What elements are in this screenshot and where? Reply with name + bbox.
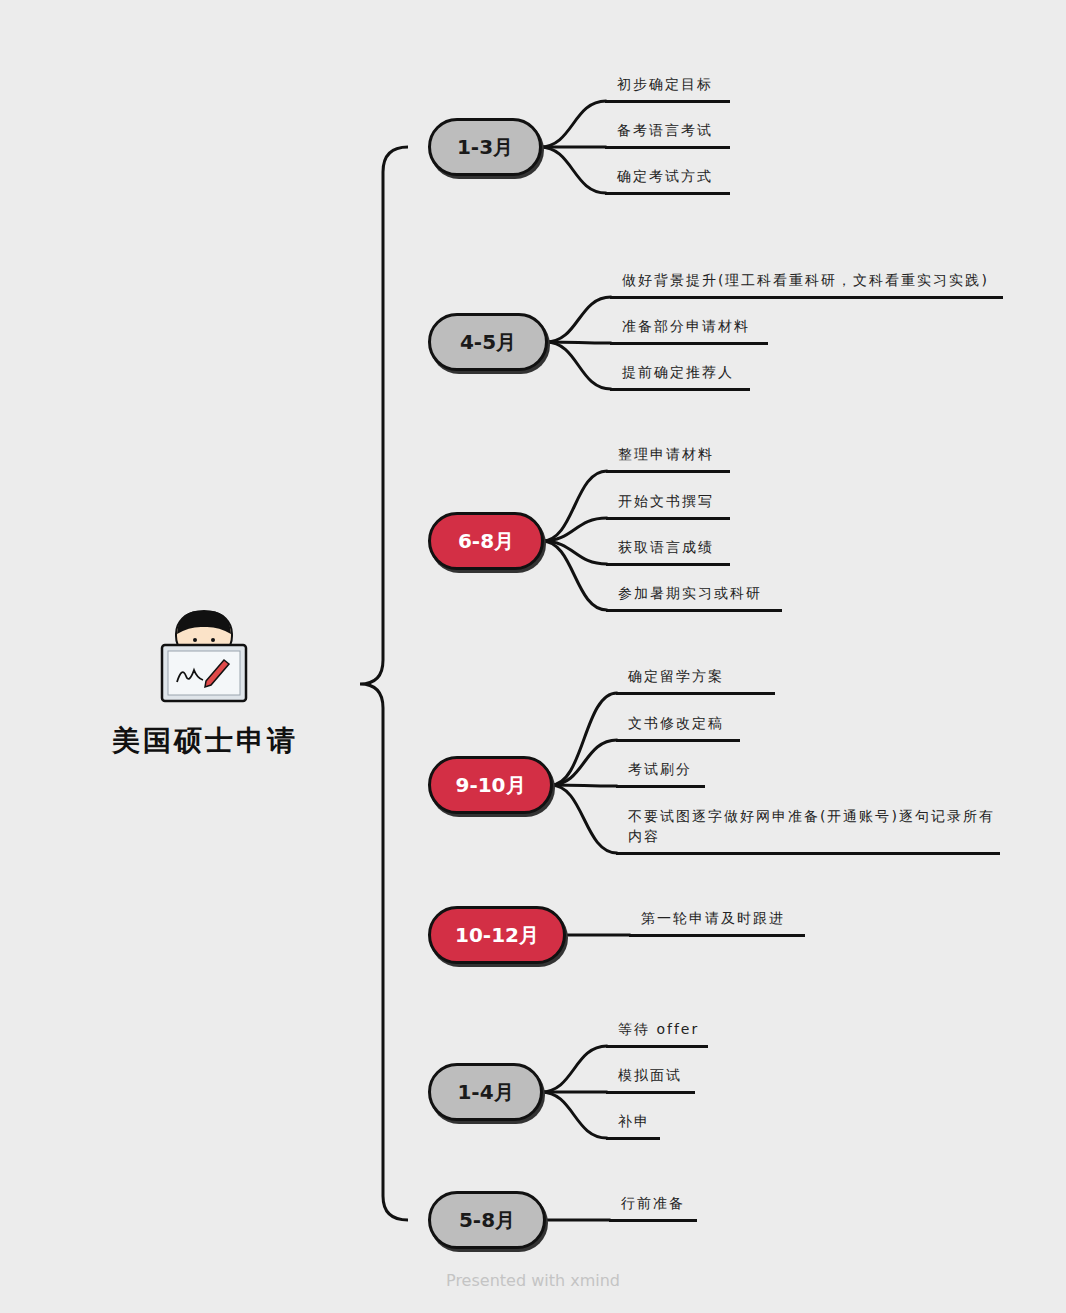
task-item: 确定留学方案 (616, 666, 775, 695)
branch-curve (551, 785, 617, 853)
task-label: 确定留学方案 (628, 666, 771, 686)
branch-curve (564, 934, 630, 937)
brace (360, 147, 408, 1220)
task-item: 备考语言考试 (605, 120, 730, 149)
period-label: 10-12月 (455, 922, 539, 949)
task-item: 文书修改定稿 (616, 713, 740, 742)
period-label: 1-3月 (457, 134, 513, 161)
map-title: 美国硕士申请 (90, 722, 320, 760)
branch-curve (542, 471, 607, 541)
task-item: 提前确定推荐人 (610, 362, 750, 391)
period-label: 1-4月 (457, 1079, 513, 1106)
period-pill: 4-5月 (428, 313, 548, 371)
task-label: 行前准备 (621, 1193, 693, 1213)
task-item: 初步确定目标 (605, 74, 730, 103)
task-item: 参加暑期实习或科研 (606, 583, 782, 612)
task-label: 开始文书撰写 (618, 491, 726, 511)
task-label: 参加暑期实习或科研 (618, 583, 778, 603)
task-item: 等待 offer (606, 1019, 708, 1048)
task-item: 确定考试方式 (605, 166, 730, 195)
branch-curve (542, 518, 607, 541)
branch-curve (542, 541, 607, 610)
branch-curve (551, 693, 617, 785)
task-item: 不要试图逐字做好网申准备(开通账号)逐句记录所有内容 (616, 806, 1000, 855)
task-label: 获取语言成绩 (618, 537, 726, 557)
task-item: 做好背景提升(理工科看重科研，文科看重实习实践) (610, 270, 1003, 299)
period-pill: 1-3月 (428, 118, 542, 176)
task-label: 等待 offer (618, 1019, 704, 1039)
task-label: 文书修改定稿 (628, 713, 736, 733)
branch-curve (541, 1092, 607, 1138)
period-pill: 5-8月 (428, 1191, 546, 1249)
watermark: Presented with xmind (0, 1271, 1066, 1290)
branch-curve (540, 147, 606, 193)
task-item: 准备部分申请材料 (610, 316, 768, 345)
period-pill: 6-8月 (428, 512, 544, 570)
task-label: 初步确定目标 (617, 74, 726, 94)
task-label: 模拟面试 (618, 1065, 691, 1085)
task-label: 准备部分申请材料 (622, 316, 764, 336)
task-label: 确定考试方式 (617, 166, 726, 186)
task-item: 获取语言成绩 (606, 537, 730, 566)
task-label: 考试刷分 (628, 759, 701, 779)
branch-curve (546, 297, 611, 342)
task-item: 行前准备 (609, 1193, 697, 1222)
task-label: 备考语言考试 (617, 120, 726, 140)
period-pill: 9-10月 (428, 756, 553, 814)
period-pill: 1-4月 (428, 1063, 543, 1121)
task-label: 补申 (618, 1111, 656, 1131)
branch-curve (546, 342, 611, 389)
task-item: 考试刷分 (616, 759, 705, 788)
task-label: 做好背景提升(理工科看重科研，文科看重实习实践) (622, 270, 999, 290)
task-item: 模拟面试 (606, 1065, 695, 1094)
task-item: 整理申请材料 (606, 444, 730, 473)
branch-curve (540, 101, 606, 147)
task-item: 开始文书撰写 (606, 491, 730, 520)
period-label: 5-8月 (459, 1207, 515, 1234)
task-label: 第一轮申请及时跟进 (641, 908, 801, 928)
task-label: 提前确定推荐人 (622, 362, 746, 382)
task-item: 第一轮申请及时跟进 (629, 908, 805, 937)
branch-curve (541, 1046, 607, 1092)
task-item: 补申 (606, 1111, 660, 1140)
task-label: 整理申请材料 (618, 444, 726, 464)
branch-curve (551, 740, 617, 785)
task-label: 不要试图逐字做好网申准备(开通账号)逐句记录所有内容 (628, 806, 996, 846)
period-label: 9-10月 (455, 772, 525, 799)
person-icon (162, 610, 246, 701)
period-label: 4-5月 (460, 329, 516, 356)
period-pill: 10-12月 (428, 906, 566, 964)
branch-curve (544, 1219, 610, 1222)
period-label: 6-8月 (458, 528, 514, 555)
